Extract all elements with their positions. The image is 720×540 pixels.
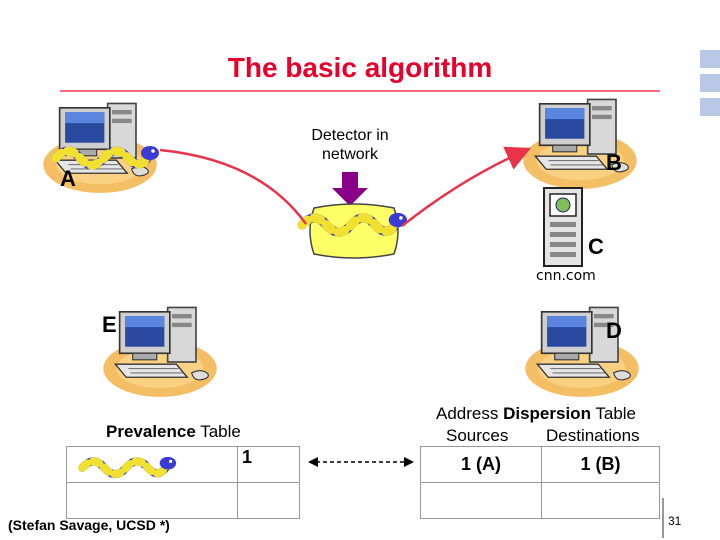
dispersion-col-destinations: Destinations (546, 426, 640, 445)
table-row (420, 482, 660, 519)
table-row (66, 482, 300, 519)
dispersion-table-caption: Address Dispersion Table (436, 404, 636, 424)
server-c-icon (543, 187, 583, 267)
prevalence-table-caption: Prevalence Table (106, 422, 241, 442)
cnn-label: cnn.com (536, 268, 596, 284)
dispersion-table: 1 (A) 1 (B) (420, 446, 660, 519)
credit-text: (Stefan Savage, UCSD *) (8, 517, 170, 533)
link-arrow (308, 457, 414, 467)
label-c: C (588, 234, 604, 259)
prevalence-count-cell: 1 (237, 446, 300, 483)
dispersion-caption-bold: Dispersion (503, 404, 591, 423)
prevalence-worm-cell (66, 446, 238, 483)
dispersion-caption-post: Table (590, 404, 637, 423)
table-row: 1 (66, 446, 300, 483)
prevalence-caption-rest: Table (195, 422, 241, 441)
label-b: B (606, 150, 622, 175)
prevalence-caption-bold: Prevalence (106, 422, 196, 441)
dispersion-destinations-cell: 1 (B) (541, 446, 660, 483)
dispersion-col-sources: Sources (446, 426, 509, 445)
detector-box-icon (309, 203, 399, 259)
detector-arrow-icon (332, 172, 368, 206)
detector-label: Detector in network (311, 127, 389, 163)
table-row: 1 (A) 1 (B) (420, 446, 660, 483)
slide-title: The basic algorithm (227, 52, 493, 83)
label-e: E (102, 312, 117, 337)
page-divider (662, 498, 664, 538)
label-d: D (606, 318, 622, 343)
prevalence-count-cell (237, 482, 300, 519)
label-a: A (60, 166, 76, 191)
worm-signature-icon (77, 451, 177, 479)
page-number: 31 (668, 514, 682, 528)
prevalence-table: 1 (66, 446, 300, 519)
title-underline (60, 90, 660, 92)
dispersion-caption-pre: Address (436, 404, 504, 423)
dispersion-sources-cell: 1 (A) (420, 446, 542, 483)
prevalence-empty-cell (66, 482, 238, 519)
dispersion-sources-cell (420, 482, 542, 519)
dispersion-destinations-cell (541, 482, 660, 519)
